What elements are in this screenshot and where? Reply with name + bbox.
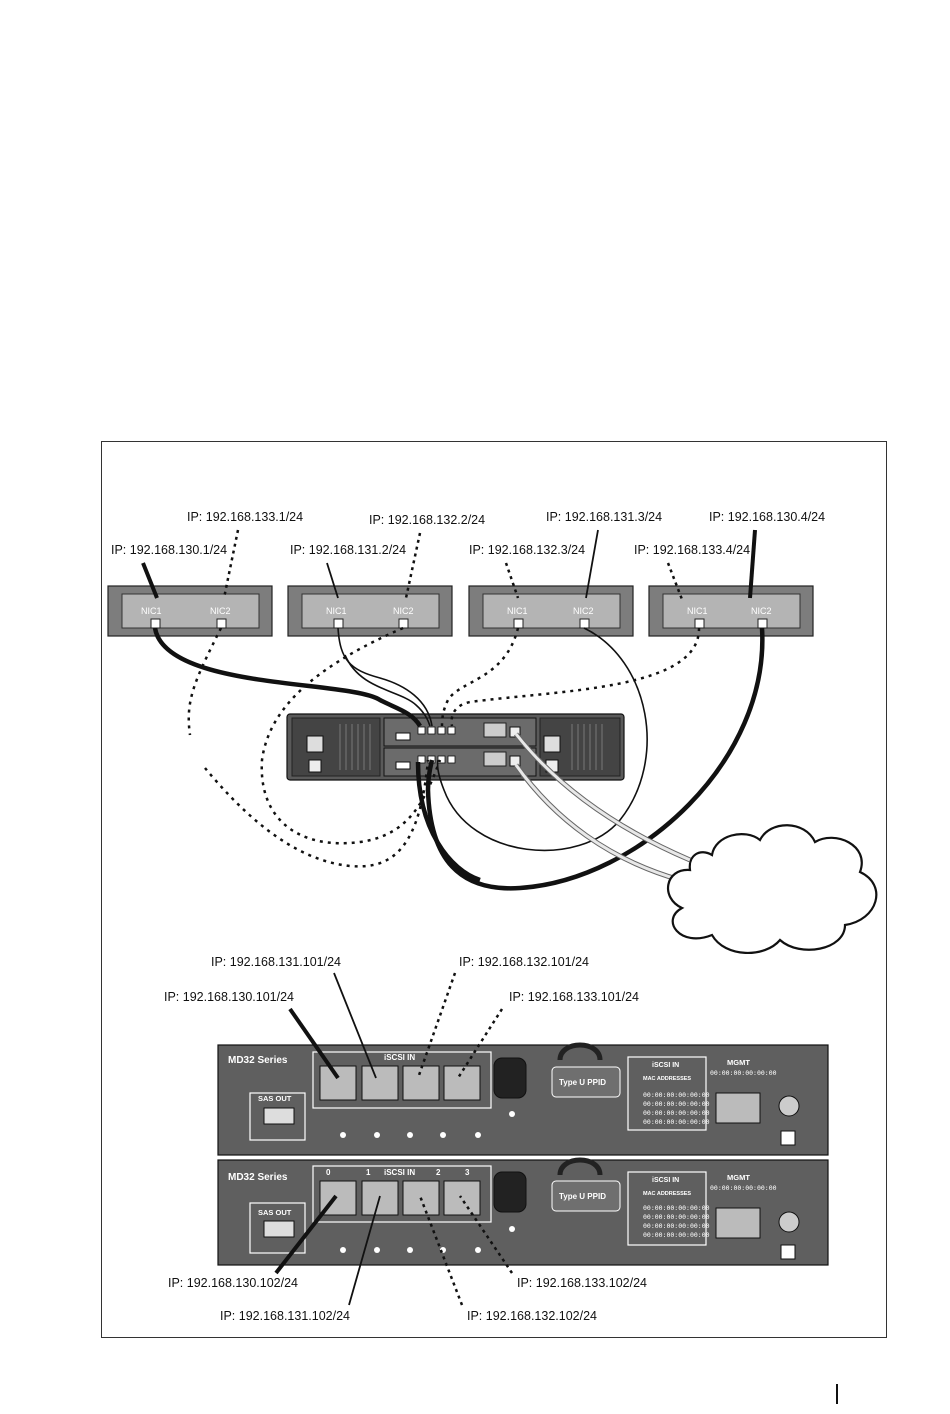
host-ip-labels: IP: 192.168.130.1/24 IP: 192.168.133.1/2…: [111, 510, 825, 557]
controller-0-ppid: Type U PPID: [559, 1078, 606, 1087]
host-2-nic2-label: NIC2: [393, 606, 414, 616]
host-server-3: NIC1 NIC2: [468, 585, 634, 637]
array-power-socket-left: [306, 735, 324, 753]
controller-1-mgmt-port: [715, 1207, 761, 1239]
host-server-4: NIC1 NIC2: [648, 585, 814, 637]
ip-host3-nic2: IP: 192.168.131.3/24: [546, 510, 662, 524]
controller-0-mac-1: 00:00:00:00:00:00: [643, 1100, 710, 1108]
ip-host1-nic2: IP: 192.168.133.1/24: [187, 510, 303, 524]
page-marker: [836, 1384, 838, 1404]
ip-ctrl1-port2: IP: 192.168.132.102/24: [467, 1309, 597, 1323]
controller-0-mgmt-port: [715, 1092, 761, 1124]
ip-host2-nic2: IP: 192.168.132.2/24: [369, 513, 485, 527]
controller-1-port-3-label: 3: [465, 1168, 470, 1177]
host-4-nic1-port: [694, 618, 705, 629]
controller-0-panel: MD32 Series iSCSI IN SAS OUT Type U PPID…: [217, 1042, 829, 1156]
controller-0-iscsi-in: iSCSI IN: [384, 1053, 415, 1062]
controller-1-mgmt-mac: 00:00:00:00:00:00: [710, 1184, 777, 1192]
controller-0-series: MD32 Series: [228, 1055, 288, 1066]
controller-0-port-2: [402, 1065, 440, 1101]
ip-ctrl0-port2: IP: 192.168.132.101/24: [459, 955, 589, 969]
controller-1-sas-out: SAS OUT: [258, 1208, 292, 1217]
host-server-1: NIC1 NIC2: [107, 585, 273, 637]
host-3-nic1-port: [513, 618, 524, 629]
ip-ctrl0-port0: IP: 192.168.130.101/24: [164, 990, 294, 1004]
cables-top: [152, 626, 765, 891]
controller-0-port-1: [361, 1065, 399, 1101]
host-4-nic1-label: NIC1: [687, 606, 708, 616]
controller-0-iscsi-in-mac: iSCSI IN: [652, 1062, 679, 1069]
controller-0-port-3: [443, 1065, 481, 1101]
controller-1-mgmt: MGMT: [727, 1173, 750, 1182]
controller-1-handle: [557, 1157, 603, 1176]
controller-1-mac-2: 00:00:00:00:00:00: [643, 1222, 710, 1230]
controller-ip-labels: IP: 192.168.130.101/24 IP: 192.168.131.1…: [164, 955, 647, 1323]
diagram-frame: [101, 441, 887, 1338]
ip-ctrl1-port0: IP: 192.168.130.102/24: [168, 1276, 298, 1290]
controller-0-wrench-icon: [780, 1130, 796, 1146]
host-2-nic1-port: [333, 618, 344, 629]
ip-host1-nic1: IP: 192.168.130.1/24: [111, 543, 227, 557]
host-server-2: NIC1 NIC2: [287, 585, 453, 637]
array-power-switch-left: [308, 759, 322, 773]
controller-1-latch: [493, 1171, 527, 1213]
network-cloud-icon: [666, 824, 878, 954]
controller-1-mac-header: MAC ADDRESSES: [643, 1191, 691, 1197]
controller-1-wrench-icon: [780, 1244, 796, 1260]
controller-0-serial-port: [778, 1095, 800, 1117]
host-4-nic2-port: [757, 618, 768, 629]
host-1-nic2-label: NIC2: [210, 606, 231, 616]
ip-ctrl0-port3: IP: 192.168.133.101/24: [509, 990, 639, 1004]
controller-0-mac-header: MAC ADDRESSES: [643, 1076, 691, 1082]
host-leader-lines: [141, 529, 757, 603]
controller-1-port-0-label: 0: [326, 1168, 331, 1177]
ip-ctrl0-port1: IP: 192.168.131.101/24: [211, 955, 341, 969]
controller-0-mgmt-mac: 00:00:00:00:00:00: [710, 1069, 777, 1077]
controller-0-latch: [493, 1057, 527, 1099]
host-3-nic2-label: NIC2: [573, 606, 594, 616]
ip-host3-nic1: IP: 192.168.132.3/24: [469, 543, 585, 557]
ip-host4-nic2: IP: 192.168.130.4/24: [709, 510, 825, 524]
controller-0-mac-0: 00:00:00:00:00:00: [643, 1091, 710, 1099]
host-1-nic1-label: NIC1: [141, 606, 162, 616]
host-1-nic1-port: [150, 618, 161, 629]
host-3-nic1-label: NIC1: [507, 606, 528, 616]
controller-0-mac-3: 00:00:00:00:00:00: [643, 1118, 710, 1126]
controller-leader-lines: [274, 972, 514, 1306]
mgmt-cables: [513, 732, 691, 883]
controller-1-iscsi-in: iSCSI IN: [384, 1168, 415, 1177]
host-4-nic2-label: NIC2: [751, 606, 772, 616]
controller-1-sas-port: [263, 1220, 295, 1238]
controller-1-series: MD32 Series: [228, 1172, 288, 1183]
ip-host2-nic1: IP: 192.168.131.2/24: [290, 543, 406, 557]
host-1-nic2-port: [216, 618, 227, 629]
ip-ctrl1-port3: IP: 192.168.133.102/24: [517, 1276, 647, 1290]
controller-1-ppid: Type U PPID: [559, 1192, 606, 1201]
storage-array: [286, 713, 625, 781]
host-2-nic2-port: [398, 618, 409, 629]
controller-1-mac-3: 00:00:00:00:00:00: [643, 1231, 710, 1239]
controller-0-mgmt: MGMT: [727, 1058, 750, 1067]
controller-1-port-2-label: 2: [436, 1168, 441, 1177]
controller-1-port-1-label: 1: [366, 1168, 371, 1177]
controller-0-mac-2: 00:00:00:00:00:00: [643, 1109, 710, 1117]
controller-1-mac-0: 00:00:00:00:00:00: [643, 1204, 710, 1212]
controller-1-panel: MD32 Series 0 1 iSCSI IN 2 3 SAS OUT Typ…: [217, 1157, 829, 1266]
host-2-nic1-label: NIC1: [326, 606, 347, 616]
controller-0-handle: [557, 1042, 603, 1061]
controller-0-sas-out: SAS OUT: [258, 1094, 292, 1103]
controller-1-serial-port: [778, 1211, 800, 1233]
array-power-socket-right: [543, 735, 561, 753]
controller-1-port-3: [443, 1180, 481, 1216]
controller-1-mac-1: 00:00:00:00:00:00: [643, 1213, 710, 1221]
controller-0-sas-port: [263, 1107, 295, 1125]
ip-host4-nic1: IP: 192.168.133.4/24: [634, 543, 750, 557]
ip-ctrl1-port1: IP: 192.168.131.102/24: [220, 1309, 350, 1323]
controller-0-port-0: [319, 1065, 357, 1101]
controller-1-iscsi-in-mac: iSCSI IN: [652, 1177, 679, 1184]
host-3-nic2-port: [579, 618, 590, 629]
